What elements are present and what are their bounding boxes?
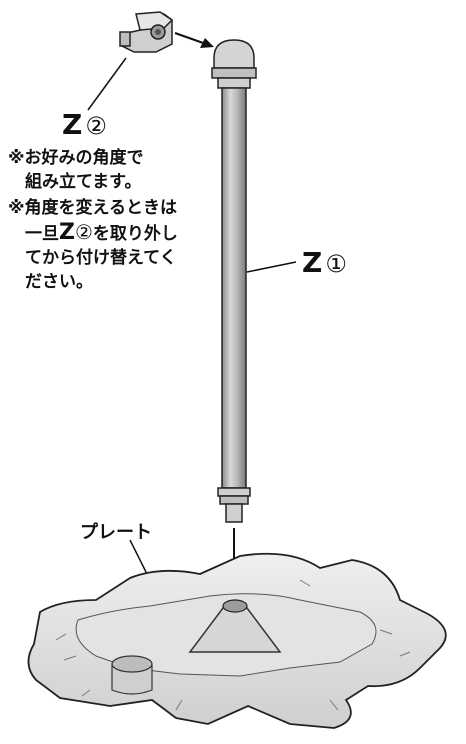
note-change-text-2b: を取り外し [92, 224, 178, 244]
note-angle-line-2: 組み立てます。 [25, 172, 142, 192]
arrow-z2-to-pole [174, 32, 214, 48]
part-z2-joint [119, 11, 174, 53]
label-z1-letter: Z [302, 246, 324, 279]
note-change-line-4: ださい。 [25, 272, 93, 292]
label-z2: Z② [62, 108, 108, 141]
note-change-text-2a: 一旦 [25, 224, 59, 244]
note-change-part-circled: ② [74, 220, 93, 244]
base-plate [27, 552, 447, 729]
note-mark: ※ [8, 148, 25, 168]
label-z1: Z① [302, 246, 348, 279]
note-change-line-1: ※角度を変えるときは [8, 196, 178, 220]
note-change-line-2: 一旦Z②を取り外し [8, 220, 178, 246]
label-z1-circled: ① [325, 250, 348, 278]
label-z2-letter: Z [62, 108, 84, 141]
leader-z2 [87, 57, 127, 111]
note-angle: ※お好みの角度で 組み立てます。 [8, 146, 144, 194]
part-z1-pole [211, 39, 257, 523]
label-z2-circled: ② [85, 112, 108, 140]
note-change-line-3: てから付け替えてく [25, 248, 177, 268]
leader-z1 [246, 261, 297, 273]
note-mark: ※ [8, 198, 25, 218]
note-angle-text-1: お好みの角度で [24, 148, 144, 168]
note-angle-line-1: ※お好みの角度で [8, 146, 144, 170]
label-plate: プレート [80, 522, 152, 543]
note-change-part-letter: Z [59, 220, 75, 245]
note-change-angle: ※角度を変えるときは 一旦Z②を取り外し てから付け替えてく ださい。 [8, 196, 178, 294]
note-change-text-1: 角度を変えるときは [24, 198, 178, 218]
